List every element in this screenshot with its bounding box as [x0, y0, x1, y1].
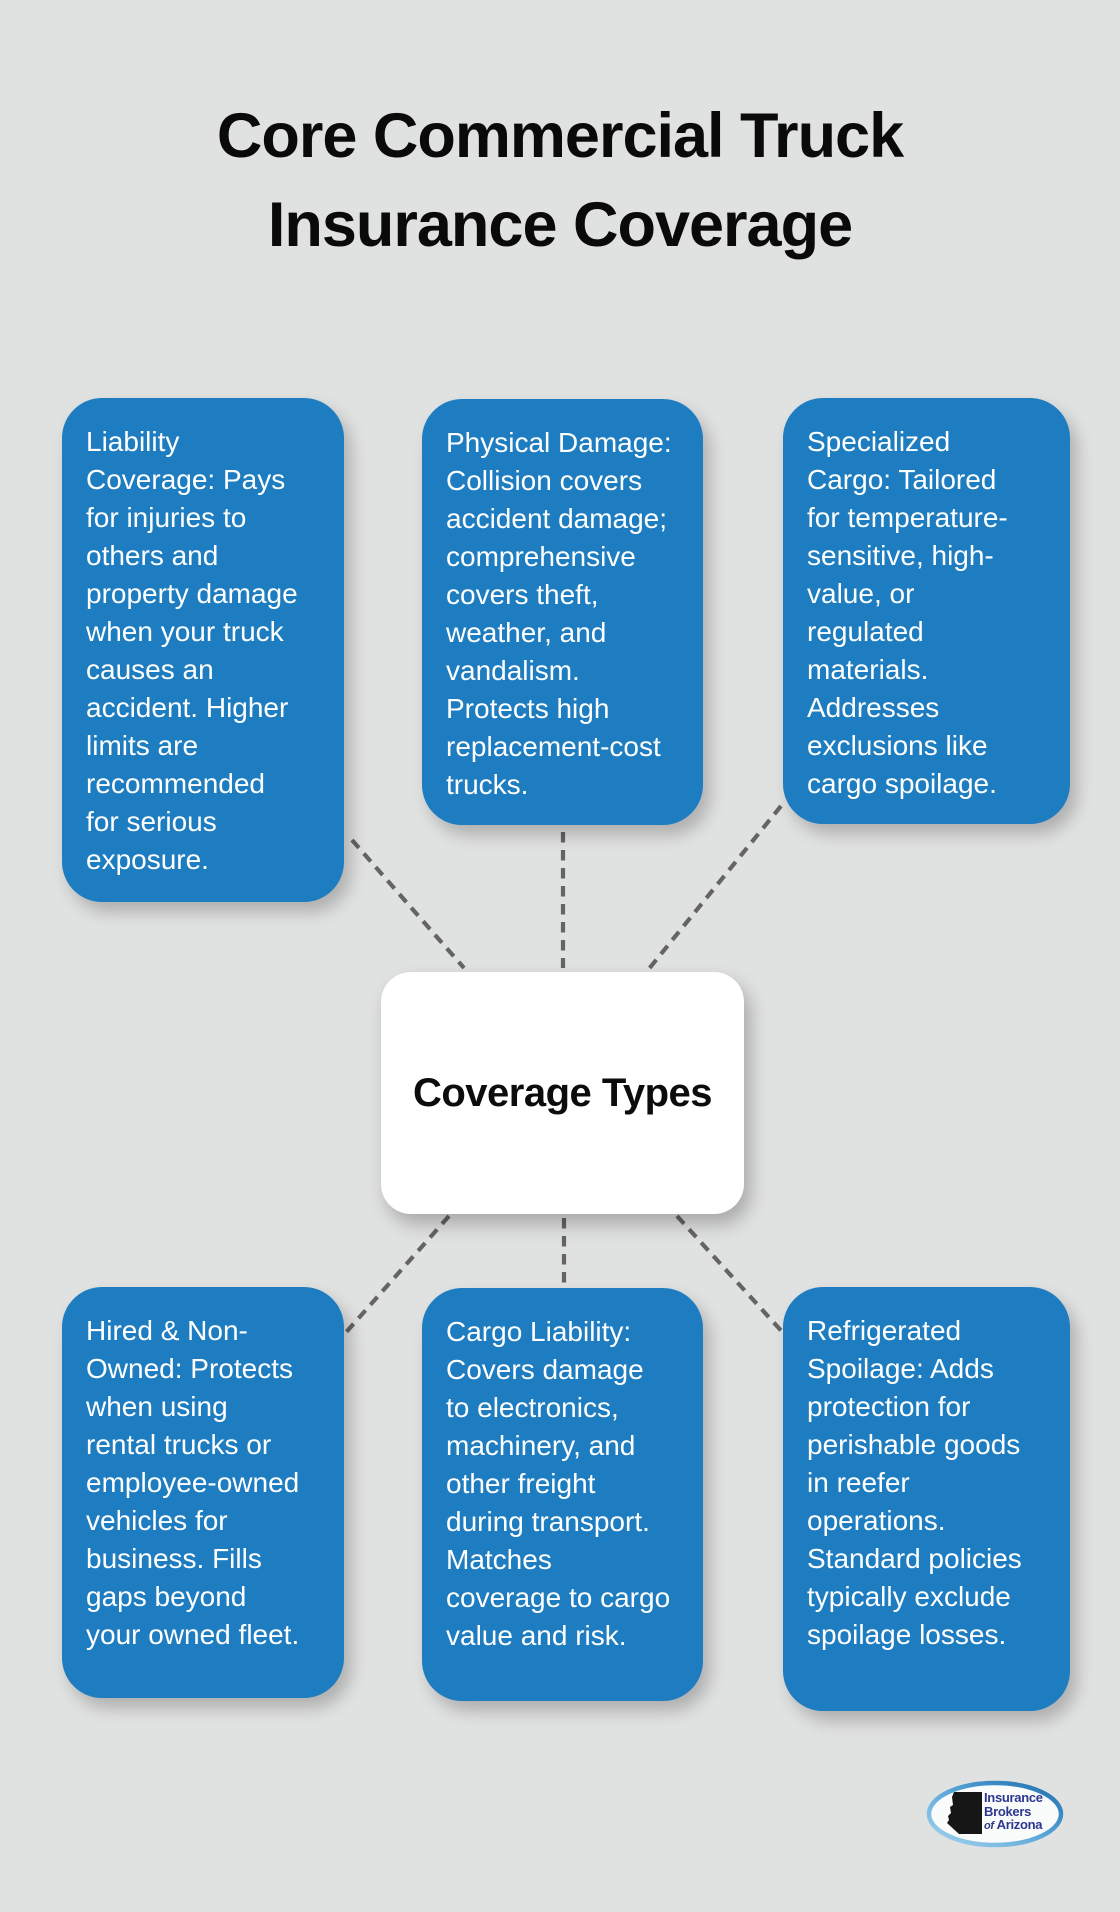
- center-node-label: Coverage Types: [412, 1070, 713, 1115]
- node-cargo-liability: Cargo Liability: Covers damage to electr…: [422, 1288, 703, 1701]
- node-physical-damage: Physical Damage: Collision covers accide…: [422, 399, 703, 825]
- logo-text-arizona: Arizona: [996, 1817, 1043, 1832]
- node-specialized-cargo: Specialized Cargo: Tailored for temperat…: [783, 398, 1070, 824]
- logo-text-line2: Brokers: [984, 1803, 1032, 1819]
- node-liability-coverage: Liability Coverage: Pays for injuries to…: [62, 398, 344, 902]
- node-hired-non-owned: Hired & Non- Owned: Protects when using …: [62, 1287, 344, 1698]
- center-node-coverage-types: Coverage Types: [381, 972, 744, 1214]
- logo-text-of: of: [984, 1820, 994, 1832]
- connector-specialized-cargo-to-center: [646, 804, 783, 972]
- logo-badge: [926, 1780, 1064, 1848]
- page-title-line1: Core Commercial Truck: [216, 101, 904, 171]
- connector-liability-to-center: [350, 838, 466, 970]
- arizona-state-icon: [947, 1792, 982, 1834]
- logo-text-line1: Insurance: [984, 1790, 1043, 1805]
- logo-text-line3: of Arizona: [984, 1818, 1062, 1834]
- logo-text: Insurance Brokers of Arizona: [984, 1791, 1062, 1834]
- node-refrigerated-spoilage: Refrigerated Spoilage: Adds protection f…: [783, 1287, 1070, 1711]
- page-title-line2: Insurance Coverage: [267, 190, 853, 260]
- logo-insurance-brokers-of-arizona: Insurance Brokers of Arizona: [925, 1779, 1065, 1849]
